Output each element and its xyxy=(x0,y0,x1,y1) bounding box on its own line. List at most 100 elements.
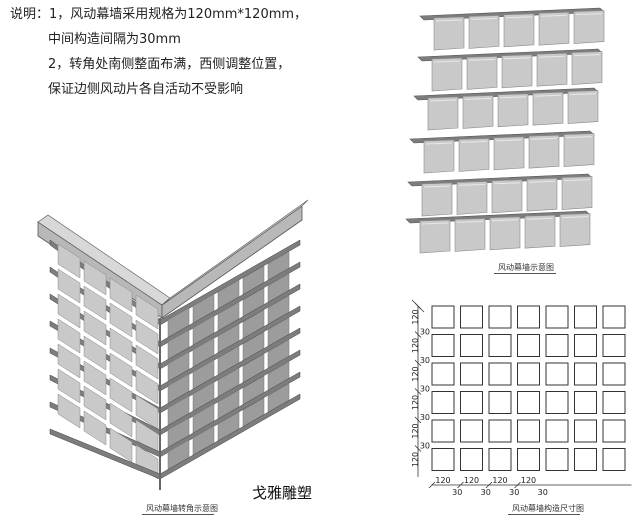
caption-facade-underline xyxy=(494,273,556,274)
grid-cell xyxy=(517,362,540,386)
facade-panel xyxy=(489,216,521,251)
facade-panel xyxy=(526,177,558,212)
caption-corner-underline xyxy=(142,514,214,515)
facade-panel xyxy=(561,176,593,210)
grid-cell xyxy=(574,419,597,443)
corner-panel-left xyxy=(135,294,159,330)
facade-panel xyxy=(497,93,529,128)
dim-label-panel: 120 xyxy=(411,423,420,438)
facade-panel xyxy=(536,52,568,87)
corner-panel-left xyxy=(83,310,107,346)
corner-panel-left xyxy=(135,444,159,480)
grid-cell xyxy=(545,448,569,471)
dim-label-gap: 30 xyxy=(420,356,430,365)
facade-panel-highlight xyxy=(538,55,566,58)
grid-cell xyxy=(517,391,540,414)
facade-panel-highlight xyxy=(435,19,463,22)
grid-cell xyxy=(574,391,597,414)
dim-tick xyxy=(428,481,436,489)
facade-panel xyxy=(468,15,500,49)
corner-top-beam-face xyxy=(161,199,309,306)
facade-panel xyxy=(538,11,570,46)
grid-cell xyxy=(517,305,540,329)
corner-panel-left xyxy=(109,377,133,413)
dim-label-gap: 30 xyxy=(452,488,462,497)
facade-panel-highlight xyxy=(491,219,519,222)
watermark: 戈雅雕塑 xyxy=(252,484,313,502)
facade-panel xyxy=(421,182,453,217)
dim-label-gap: 30 xyxy=(420,327,430,336)
caption-facade: 风动幕墙示意图 xyxy=(498,263,554,272)
facade-panel xyxy=(493,136,525,171)
corner-panel-left xyxy=(57,293,81,329)
facade-panel-highlight xyxy=(528,180,556,183)
facade-panel-highlight xyxy=(499,96,527,99)
dim-label-panel: 120 xyxy=(411,395,420,410)
dim-tick xyxy=(485,481,493,489)
facade-panel xyxy=(573,10,605,44)
grid-cell xyxy=(574,305,597,329)
facade-panel-highlight xyxy=(425,142,453,145)
caption-dimension-underline xyxy=(508,514,580,515)
note-line-1: 说明：1，风动幕墙采用规格为120mm*120mm， xyxy=(10,7,308,22)
note-line-3: 2，转角处南侧整面布满，西侧调整位置， xyxy=(48,57,291,72)
grid-cell xyxy=(460,391,483,414)
dim-label-panel: 120 xyxy=(492,476,507,485)
grid-cell xyxy=(517,419,540,443)
dim-label-gap: 30 xyxy=(420,441,430,450)
facade-panel xyxy=(571,51,603,85)
grid-cell xyxy=(602,334,626,357)
note-line-4: 保证边侧风动片各自活动不受影响 xyxy=(48,82,244,97)
facade-panel xyxy=(491,179,523,214)
facade-panel xyxy=(563,133,595,167)
corner-panel-left xyxy=(83,385,107,421)
dim-label-panel: 120 xyxy=(411,309,420,324)
facade-panel xyxy=(532,91,564,126)
corner-panel-left xyxy=(83,360,107,396)
grid-cell xyxy=(602,362,626,386)
facade-panel xyxy=(456,181,488,215)
grid-cell xyxy=(460,362,483,386)
corner-panel-left xyxy=(57,343,81,379)
grid-cell xyxy=(431,305,455,329)
grid-cell xyxy=(488,391,512,414)
facade-panel xyxy=(567,90,599,124)
facade-panel-highlight xyxy=(464,97,492,100)
note-line-2: 中间构造间隔为30mm xyxy=(48,32,181,47)
corner-panel-left xyxy=(57,243,81,279)
facade-panel-highlight xyxy=(526,217,554,220)
dim-label-panel: 120 xyxy=(411,452,420,467)
dim-label-panel: 120 xyxy=(411,366,420,381)
facade-panel-highlight xyxy=(429,99,457,102)
facade-panel xyxy=(454,218,486,252)
facade-panel xyxy=(559,213,591,247)
facade-panel xyxy=(528,134,560,169)
caption-dimension: 风动幕墙构造尺寸图 xyxy=(512,504,584,513)
grid-cell xyxy=(431,419,455,443)
grid-cell xyxy=(488,305,512,329)
corner-panel-left xyxy=(109,277,133,313)
grid-cell xyxy=(431,362,455,386)
grid-cell xyxy=(460,305,483,329)
facade-panel xyxy=(431,57,463,92)
grid-cell xyxy=(602,391,626,414)
facade-panel-highlight xyxy=(468,58,496,61)
facade-panel-highlight xyxy=(505,16,533,19)
corner-panel-left xyxy=(83,410,107,446)
facade-panel-highlight xyxy=(495,139,523,142)
grid-cell xyxy=(602,419,626,443)
grid-cell xyxy=(574,362,597,386)
grid-cell xyxy=(488,448,512,471)
grid-cell xyxy=(574,448,597,471)
dim-label-gap: 30 xyxy=(509,488,519,497)
facade-panel-highlight xyxy=(493,182,521,185)
grid-cell xyxy=(602,448,626,471)
grid-cell xyxy=(517,448,540,471)
grid-cell xyxy=(488,419,512,443)
grid-cell xyxy=(517,334,540,357)
dim-tick xyxy=(414,331,422,338)
corner-panel-left xyxy=(109,427,133,463)
dim-label-gap: 30 xyxy=(481,488,491,497)
corner-panel-left xyxy=(83,335,107,371)
grid-cell xyxy=(545,419,569,443)
